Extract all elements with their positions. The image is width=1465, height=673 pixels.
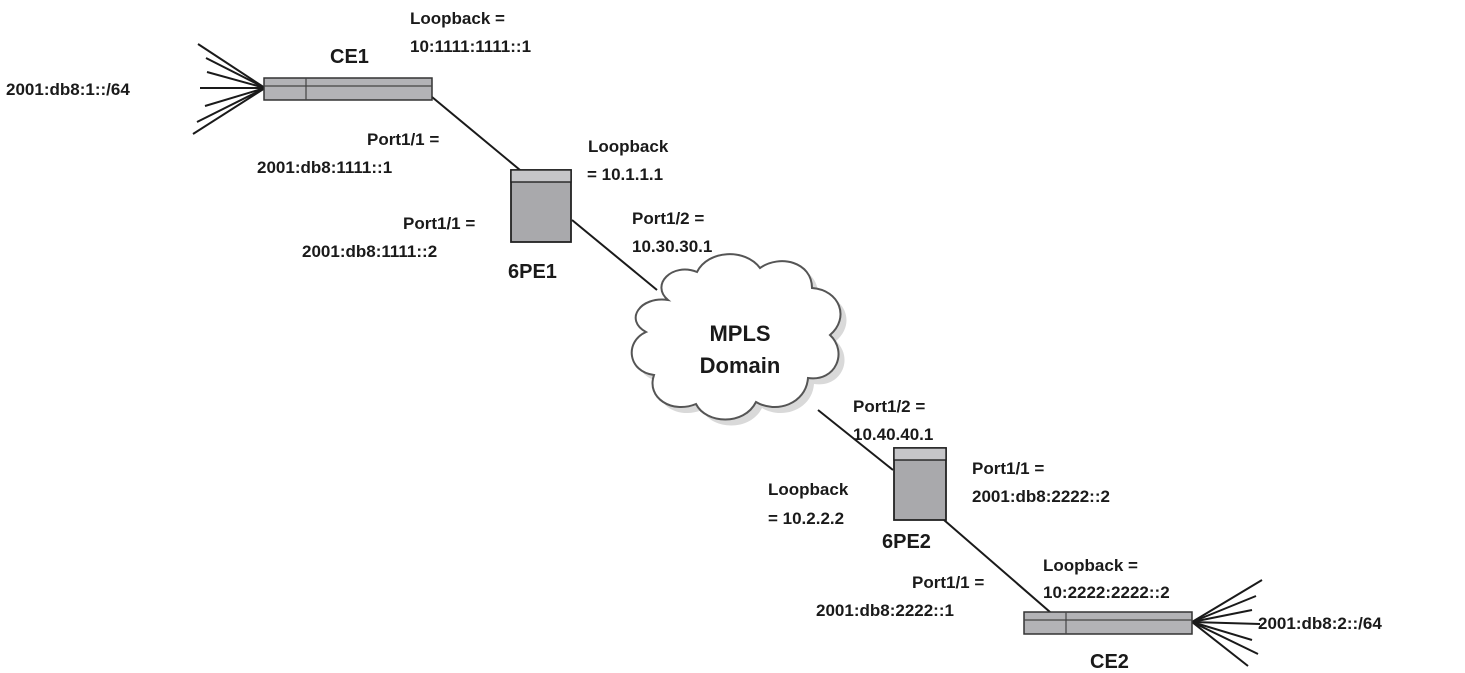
mpls-cloud-line1: MPLS (709, 321, 770, 346)
6pe2-port12-value: 10.40.40.1 (853, 425, 933, 444)
link-ce1-6pe1 (431, 96, 521, 171)
6pe2-port11-label: Port1/1 = (972, 459, 1044, 478)
6pe2-name: 6PE2 (882, 531, 931, 553)
ce1-lan-fan (192, 43, 266, 135)
mpls-cloud (630, 253, 847, 426)
ce2-loopback-label: Loopback = (1043, 556, 1138, 575)
link-6pe2-ce2 (943, 519, 1051, 613)
ce1-loopback-label: Loopback = (410, 9, 505, 28)
ce2-lan-fan (1191, 579, 1263, 667)
ce1-subnet: 2001:db8:1::/64 (6, 80, 130, 99)
ce1-loopback-value: 10:1111:1111::1 (410, 37, 531, 56)
6pe2-loopback-label: Loopback (768, 480, 849, 499)
link-6pe1-mpls (571, 219, 658, 291)
6pe2-port12-label: Port1/2 = (853, 397, 925, 416)
6pe1-port12-label: Port1/2 = (632, 209, 704, 228)
6pe2-loopback-value: = 10.2.2.2 (768, 509, 844, 528)
6pe1-port11-label: Port1/1 = (403, 214, 475, 233)
link-mpls-6pe2 (817, 409, 894, 471)
6pe1-router (510, 169, 572, 243)
mpls-cloud-line2: Domain (700, 353, 781, 378)
6pe1-loopback-value: = 10.1.1.1 (587, 165, 663, 184)
ce2-name: CE2 (1090, 651, 1129, 673)
6pe2-router (893, 447, 947, 521)
6pe1-name: 6PE1 (508, 261, 557, 283)
ce2-subnet: 2001:db8:2::/64 (1258, 614, 1382, 633)
ce1-router (263, 77, 433, 101)
6pe1-port12-value: 10.30.30.1 (632, 237, 712, 256)
ce1-name: CE1 (330, 46, 369, 68)
ce2-port11-value: 2001:db8:2222::1 (816, 601, 954, 620)
6pe1-port11-value: 2001:db8:1111::2 (302, 242, 437, 261)
ce1-port11-value: 2001:db8:1111::1 (257, 158, 392, 177)
ce2-port11-label: Port1/1 = (912, 573, 984, 592)
ce1-port11-label: Port1/1 = (367, 130, 439, 149)
ce2-router (1023, 611, 1193, 635)
6pe2-port11-value: 2001:db8:2222::2 (972, 487, 1110, 506)
ce2-loopback-value: 10:2222:2222::2 (1043, 583, 1170, 602)
6pe1-loopback-label: Loopback (588, 137, 669, 156)
